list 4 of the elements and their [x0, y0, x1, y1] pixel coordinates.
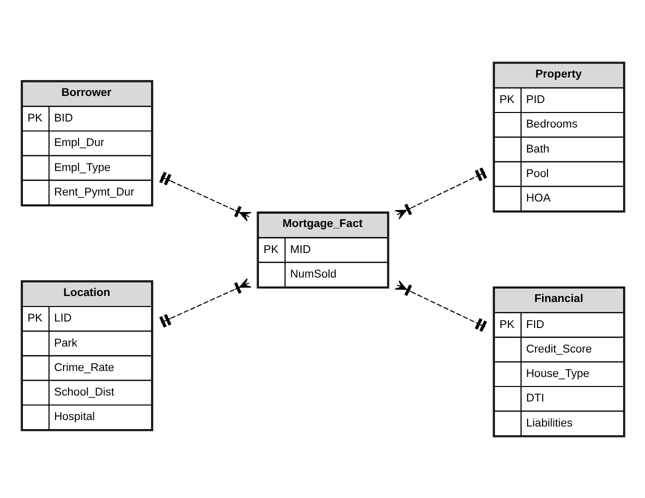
connector — [158, 278, 251, 328]
connector — [394, 166, 487, 219]
connector — [158, 171, 251, 221]
connector — [394, 280, 487, 332]
